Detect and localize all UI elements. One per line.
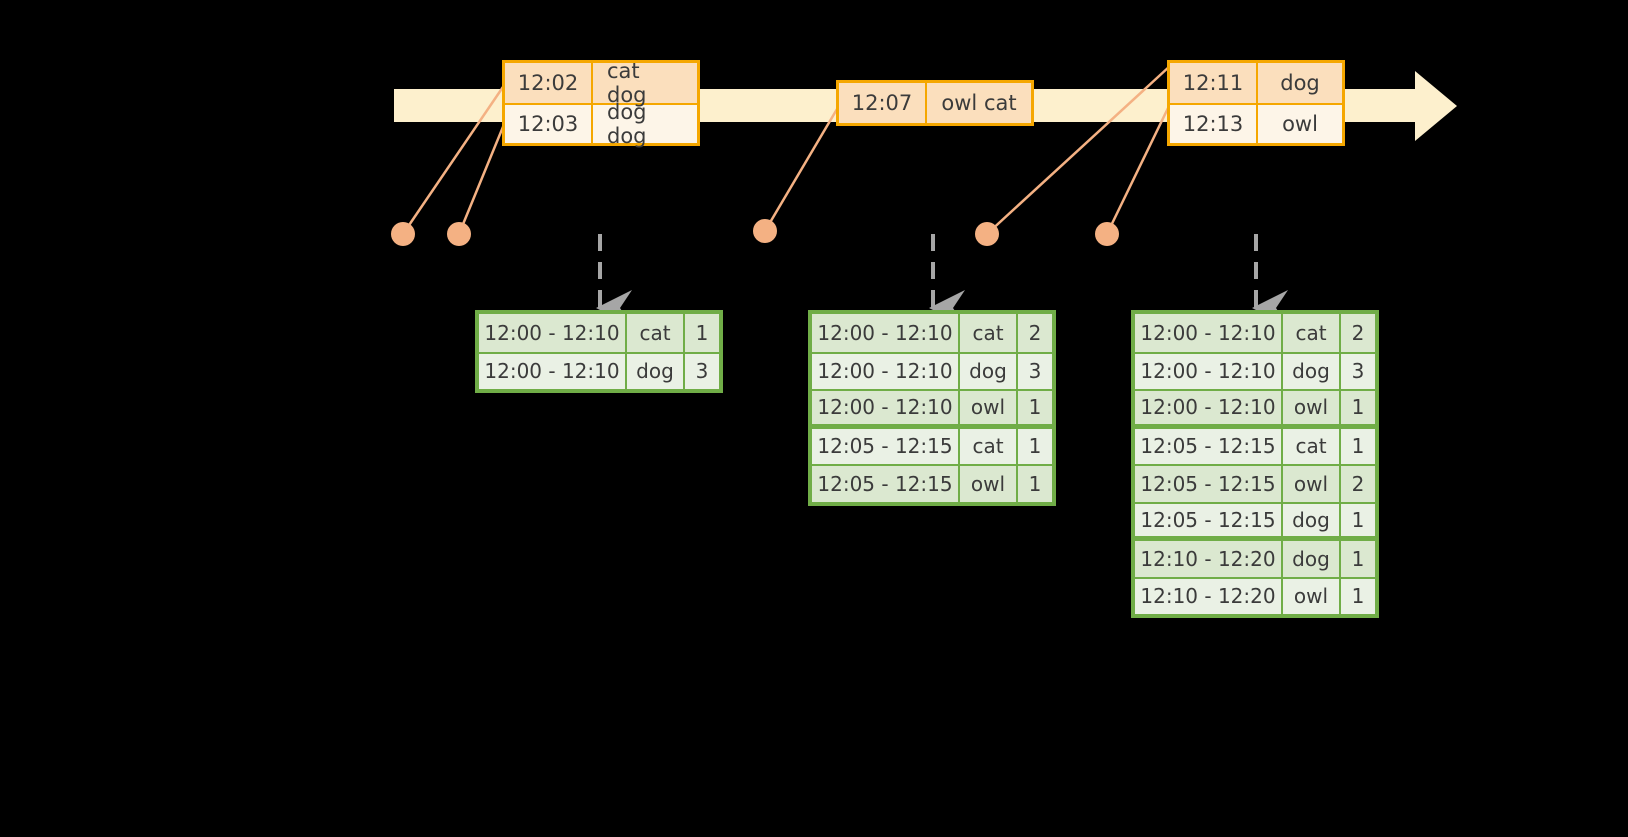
result-count: 1 [1351,434,1365,459]
result-count: 1 [695,320,709,345]
event-dot-1203[interactable] [447,222,471,246]
result-window: 12:05 - 12:15 [812,466,960,502]
result-count: 1 [1351,546,1365,571]
event-words: dog [1280,71,1320,95]
result-window: 12:05 - 12:15 [1135,503,1283,536]
result-window: 12:00 - 12:10 [479,353,627,389]
event-time: 12:13 [1170,105,1258,143]
result-window: 12:10 - 12:20 [1135,541,1283,577]
connector-1213 [1105,103,1172,235]
event-time: 12:02 [505,63,593,103]
event-words: owl [1282,112,1318,136]
result-word: dog [1283,541,1341,577]
result-count: 1 [1028,434,1042,459]
timeline-event-row[interactable]: 12:13 owl [1170,103,1342,143]
event-dot-1202[interactable] [391,222,415,246]
timeline-event-row[interactable]: 12:11 dog [1170,63,1342,103]
event-time: 12:07 [839,83,927,123]
result-count: 3 [1351,359,1365,384]
result-window: 12:00 - 12:10 [1135,314,1283,352]
result-window: 12:05 - 12:15 [1135,466,1283,502]
timeline-arrowhead-icon [1415,71,1457,141]
timeline-event-group-2[interactable]: 12:07 owl cat [836,80,1034,126]
result-count: 3 [695,359,709,384]
result-word: dog [1283,353,1341,389]
connector-1207 [763,103,842,232]
event-time: 12:03 [505,105,593,143]
result-count: 1 [1028,471,1042,496]
result-count: 1 [1351,395,1365,420]
result-word: cat [627,314,685,352]
result-count: 2 [1351,320,1365,345]
timeline-event-row[interactable]: 12:02 cat dog [505,59,697,107]
result-word: owl [960,391,1018,424]
result-count: 3 [1028,359,1042,384]
result-window: 12:05 - 12:15 [812,428,960,464]
event-words: cat dog [607,59,647,107]
result-word: cat [960,428,1018,464]
event-dot-1207[interactable] [753,219,777,243]
timeline-event-row[interactable]: 12:07 owl cat [839,83,1031,123]
result-count: 1 [1351,584,1365,609]
result-word: cat [1283,314,1341,352]
result-word: dog [1283,503,1341,536]
result-window: 12:00 - 12:10 [479,314,627,352]
result-word: owl [960,466,1018,502]
timeline-event-row[interactable]: 12:03 dog dog [505,100,697,148]
result-window: 12:00 - 12:10 [812,353,960,389]
event-dot-1213[interactable] [1095,222,1119,246]
result-window: 12:05 - 12:15 [1135,428,1283,464]
result-count: 2 [1351,471,1365,496]
result-word: owl [1283,466,1341,502]
result-word: dog [960,353,1018,389]
result-window: 12:00 - 12:10 [1135,353,1283,389]
result-window: 12:10 - 12:20 [1135,578,1283,614]
result-count: 1 [1351,507,1365,532]
event-words: owl cat [941,91,1017,115]
result-count: 1 [1028,395,1042,420]
result-count: 2 [1028,320,1042,345]
result-word: owl [1283,391,1341,424]
result-word: cat [1283,428,1341,464]
result-word: cat [960,314,1018,352]
event-time: 12:11 [1170,63,1258,103]
result-window: 12:00 - 12:10 [1135,391,1283,424]
connector-1203 [457,121,507,235]
result-word: dog [627,353,685,389]
timeline-event-group-3[interactable]: 12:11 dog 12:13 owl [1167,60,1345,146]
event-words: dog dog [607,100,647,148]
result-window: 12:00 - 12:10 [812,314,960,352]
result-window: 12:00 - 12:10 [812,391,960,424]
result-word: owl [1283,578,1341,614]
event-dot-1211[interactable] [975,222,999,246]
timeline-event-group-1[interactable]: 12:02 cat dog 12:03 dog dog [502,59,700,148]
